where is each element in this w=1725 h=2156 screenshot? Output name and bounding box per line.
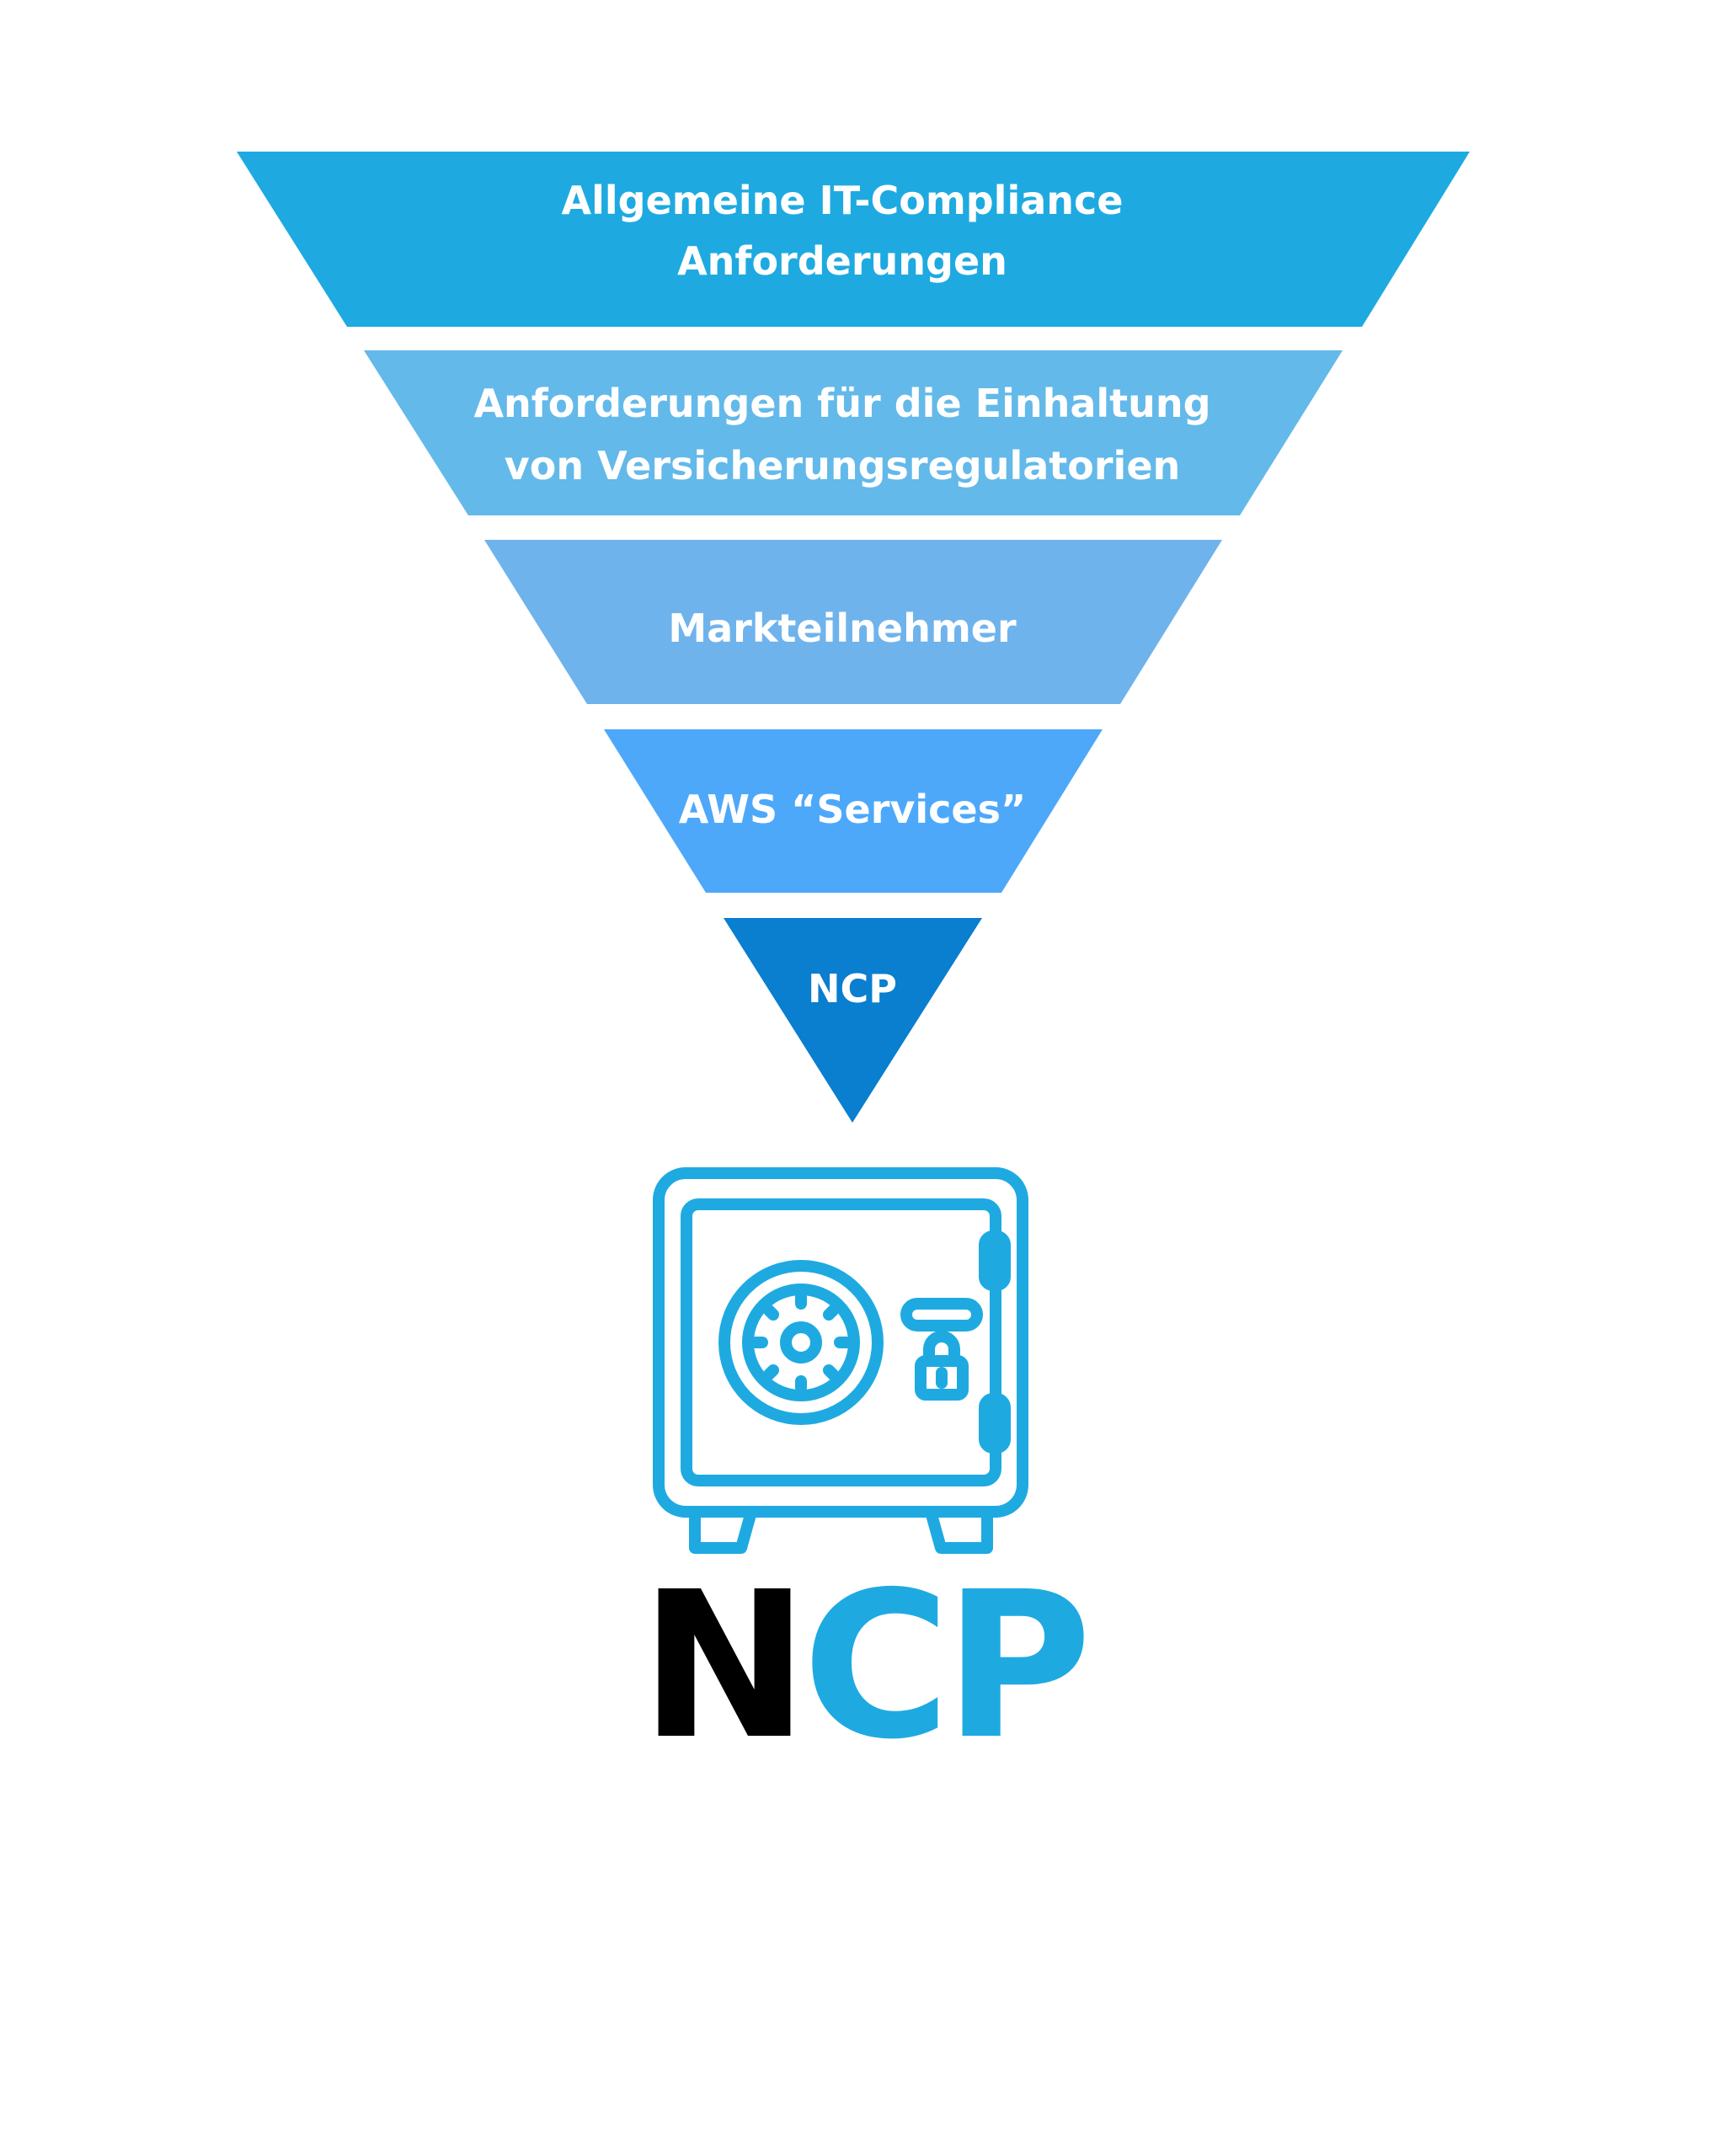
funnel-level-1 — [237, 152, 1470, 327]
logo-part-cp: CP — [802, 1548, 1092, 1784]
funnel-level-3 — [484, 540, 1222, 704]
funnel-level-5-label: NCP — [808, 966, 897, 1011]
funnel-level-5 — [724, 918, 982, 1123]
safe-icon — [653, 1167, 1028, 1554]
funnel-level-1-label-line-1: Allgemeine IT-Compliance — [562, 178, 1124, 223]
funnel-level-1-label-line-2: Anforderungen — [677, 238, 1007, 284]
funnel-level-4 — [604, 729, 1103, 893]
funnel-level-2-label-line-2: von Versicherungsregulatorien — [505, 443, 1181, 488]
funnel-level-4-label: AWS “Services” — [679, 787, 1027, 832]
funnel-level-2-label-line-1: Anforderungen für die Einhaltung — [473, 381, 1210, 426]
funnel-level-3-label: Markteilnehmer — [668, 606, 1017, 651]
ncp-logo: NCP — [0, 1565, 1725, 1767]
logo-part-n: N — [639, 1548, 809, 1784]
funnel-level-2 — [364, 350, 1343, 515]
